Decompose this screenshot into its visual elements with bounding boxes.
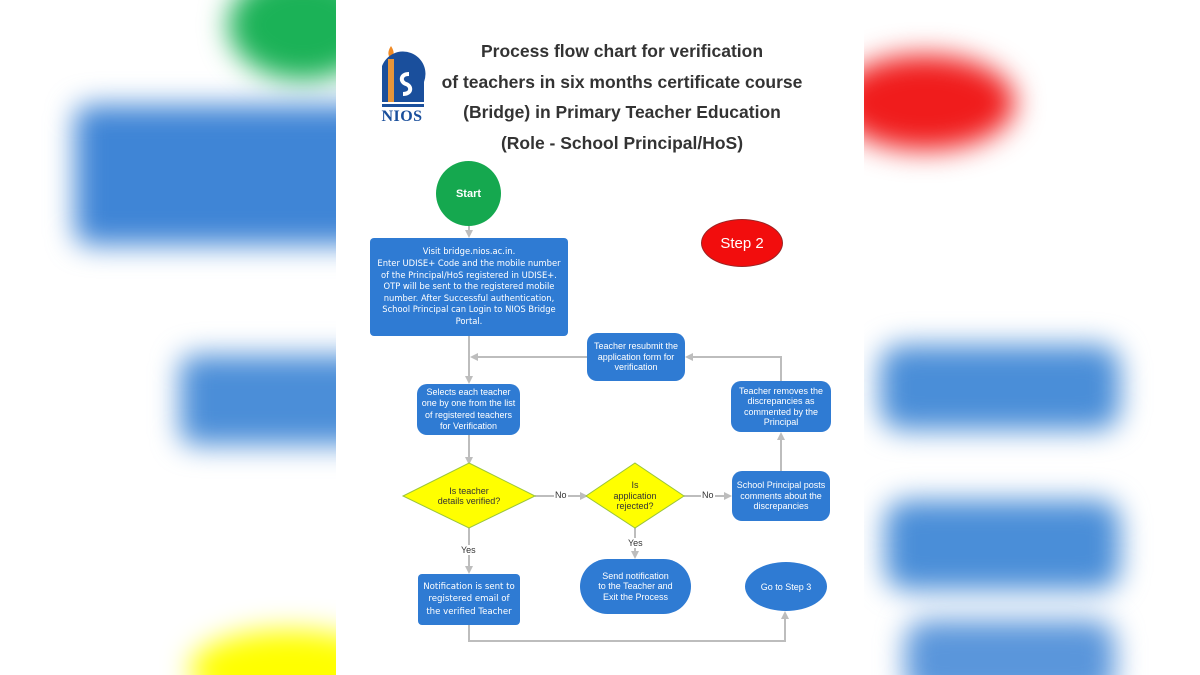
edge-label-rejected-yes: Yes <box>627 538 644 548</box>
node-text-line: one by one from the list <box>421 398 516 408</box>
node-text-line: Is <box>631 480 639 491</box>
node-text-line: commented by the <box>743 406 819 417</box>
node-text-line: Principal <box>763 417 799 427</box>
node-text-line: details verified? <box>437 496 501 506</box>
blurred-process-shape <box>75 105 375 245</box>
node-text-line: OTP will be sent to the registered mobil… <box>383 281 555 292</box>
node-text-line: School Principal can Login to NIOS Bridg… <box>382 304 556 315</box>
blurred-process-shape <box>905 620 1115 675</box>
node-text-line: application form for <box>597 351 675 362</box>
node-text-line: discrepancies <box>753 501 809 512</box>
go-to-step3-node: Go to Step 3 <box>745 562 827 611</box>
notification-sent-node: Notification is sent to registered email… <box>418 574 520 625</box>
node-text-line: of registered teachers <box>424 409 513 420</box>
node-text-line: Visit bridge.nios.ac.in. <box>422 246 516 257</box>
node-text-line: registered email of <box>428 594 510 605</box>
title-line: (Role - School Principal/HoS) <box>500 132 744 153</box>
principal-posts-node: School Principal posts comments about th… <box>732 471 830 521</box>
node-text-line: application <box>613 490 657 501</box>
title-line: Process flow chart for verification <box>480 41 764 61</box>
node-text-line: rejected? <box>616 501 654 512</box>
nios-logo-text: NIOS <box>381 108 423 125</box>
decision-verified-label: Is teacher details verified? <box>420 483 518 509</box>
blurred-step-shape <box>835 55 1015 150</box>
node-text-line: Is teacher <box>449 485 489 496</box>
node-text-line: School Principal posts <box>736 480 826 491</box>
node-text-line: of the Principal/HoS registered in UDISE… <box>381 269 557 280</box>
node-text-line: the verified Teacher <box>426 606 512 617</box>
title-line: (Bridge) in Primary Teacher Education <box>463 102 781 122</box>
node-text-line: Selects each teacher <box>426 386 511 397</box>
node-text-line: to the Teacher and <box>598 581 673 592</box>
node-text-line: Send notification <box>602 570 669 581</box>
blurred-process-shape <box>885 500 1120 590</box>
edge-label-rejected-no: No <box>701 490 715 500</box>
node-text-line: verification <box>614 362 658 373</box>
decision-rejected-label: Is application rejected? <box>600 478 670 514</box>
edge-label-verified-yes: Yes <box>460 545 477 555</box>
step-badge-label: Step 2 <box>720 234 764 252</box>
node-text-line: for Verification <box>439 421 498 431</box>
step-badge: Step 2 <box>701 219 783 267</box>
edge-label-verified-no: No <box>554 490 568 500</box>
title-line: of teachers in six months certificate co… <box>441 71 803 92</box>
start-label: Start <box>455 187 482 200</box>
node-text-line: Teacher removes the <box>738 385 824 396</box>
node-text-line: number. After Successful authentication, <box>383 292 555 303</box>
node-text-line: Exit the Process <box>602 591 668 602</box>
send-notification-exit-node: Send notification to the Teacher and Exi… <box>580 559 691 614</box>
node-text-line: Enter UDISE+ Code and the mobile number <box>377 258 561 269</box>
node-text-line: comments about the <box>740 490 822 501</box>
start-node: Start <box>436 161 501 226</box>
page-title: Process flow chart for verification of t… <box>430 36 814 158</box>
node-text-line: Teacher resubmit the <box>593 341 679 352</box>
node-text-line: Portal. <box>455 315 483 326</box>
nios-logo-icon <box>382 46 426 107</box>
visit-portal-node: Visit bridge.nios.ac.in. Enter UDISE+ Co… <box>370 238 568 336</box>
blurred-process-shape <box>880 345 1120 430</box>
node-text-line: Notification is sent to <box>423 581 515 592</box>
node-text-line: Go to Step 3 <box>760 581 812 592</box>
teacher-resubmit-node: Teacher resubmit the application form fo… <box>587 333 685 381</box>
select-teacher-node: Selects each teacher one by one from the… <box>417 384 520 435</box>
node-text-line: discrepancies as <box>747 396 815 406</box>
teacher-removes-node: Teacher removes the discrepancies as com… <box>731 381 831 432</box>
